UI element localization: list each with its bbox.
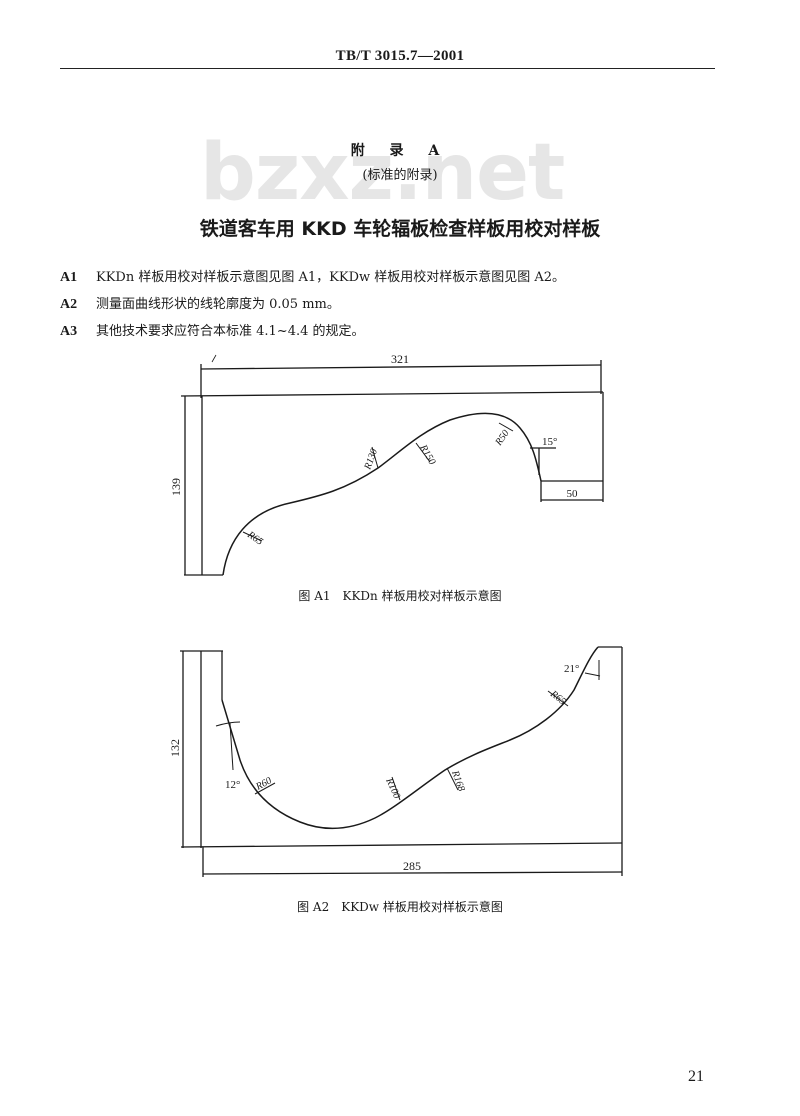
dim-height-139: 139 [169,478,183,496]
clause-text: 测量面曲线形状的线轮廓度为 0.05 mm。 [96,297,340,312]
clause-a1: A1 KKDn 样板用校对样板示意图见图 A1，KKDw 样板用校对样板示意图见图… [60,266,565,286]
clause-a3: A3 其他技术要求应符合本标准 4.1~4.4 的规定。 [60,320,365,340]
page-number: 21 [688,1068,704,1085]
angle-12: 12° [225,779,240,791]
radius-r168: R168 [449,768,467,793]
clause-number: A2 [60,297,78,312]
figure-a2-caption: 图 A2 KKDw 样板用校对样板示意图 [297,900,503,914]
radius-r65: R65 [547,688,567,707]
watermark: bzxz.net [200,128,565,218]
dim-width-285: 285 [403,859,421,873]
angle-21: 21° [564,663,579,675]
standard-code: TB/T 3015.7—2001 [335,48,465,64]
dim-step-50: 50 [567,488,579,500]
angle-15: 15° [542,436,557,448]
dim-width-321: 321 [391,352,409,366]
radius-r100: R100 [383,776,402,801]
clause-number: A3 [60,324,78,339]
appendix-title: 铁道客车用 KKD 车轮辐板检查样板用校对样板 [199,218,601,240]
figure-a1-caption: 图 A1 KKDn 样板用校对样板示意图 [298,589,502,603]
header-rule [60,68,715,69]
clause-text: 其他技术要求应符合本标准 4.1~4.4 的规定。 [96,324,365,339]
dim-height-132: 132 [168,739,182,757]
clause-a2: A2 测量面曲线形状的线轮廓度为 0.05 mm。 [60,293,340,313]
appendix-label: 附 录 A [350,143,450,159]
appendix-subtitle: (标准的附录) [362,168,438,183]
clause-text: KKDn 样板用校对样板示意图见图 A1，KKDw 样板用校对样板示意图见图 A… [96,270,566,285]
clause-number: A1 [60,270,78,285]
